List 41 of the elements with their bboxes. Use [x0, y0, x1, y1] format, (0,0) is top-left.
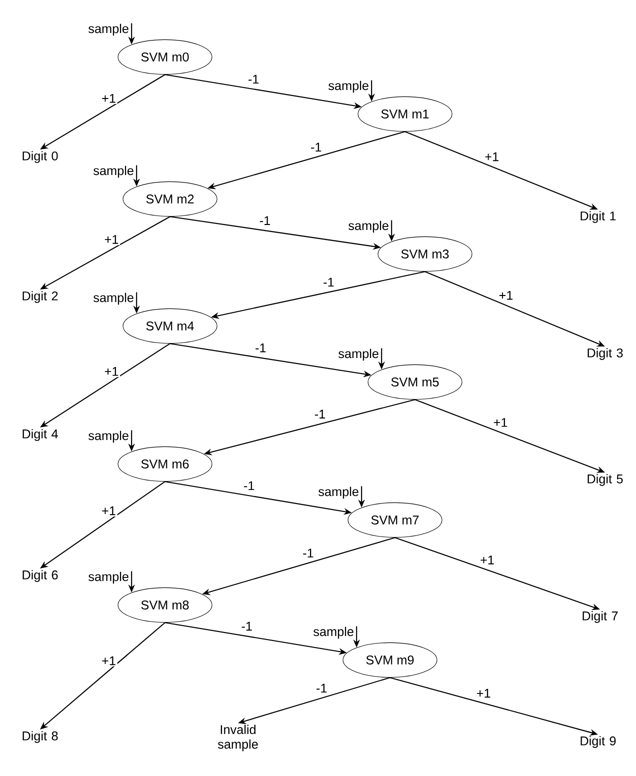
edge-label: +1	[483, 151, 500, 162]
edge-label: +1	[100, 505, 118, 516]
edge-label: +1	[102, 366, 120, 378]
input-label: sample	[88, 572, 128, 584]
output-label: Digit 9	[580, 736, 616, 748]
input-label: sample	[338, 348, 378, 361]
output-label: Invalid sample	[218, 724, 258, 752]
input-label: sample	[314, 626, 354, 639]
input-label: sample	[88, 430, 128, 443]
edge-label: -1	[309, 141, 324, 153]
edge-label: +1	[492, 416, 510, 428]
output-label: Digit 8	[22, 731, 58, 743]
input-label: sample	[318, 486, 358, 499]
output-label: Digit 5	[588, 474, 623, 486]
input-label: sample	[88, 24, 128, 36]
edge-label: -1	[313, 408, 327, 420]
output-label: Digit 4	[22, 429, 58, 441]
edge-label: +1	[102, 234, 120, 246]
output-label: Digit 1	[580, 211, 616, 223]
edge-label: -1	[242, 480, 256, 492]
edge-label: +1	[497, 290, 515, 302]
input-label: sample	[328, 80, 368, 93]
edge-label: +1	[475, 688, 492, 699]
output-label: Digit 7	[582, 611, 618, 623]
output-label: Digit 0	[22, 151, 58, 163]
edge-label: -1	[246, 74, 260, 85]
edge-label: -1	[322, 276, 336, 288]
output-label: Digit 2	[22, 291, 58, 303]
input-label: sample	[94, 292, 134, 305]
edge-label: -1	[254, 342, 268, 354]
edge-label: +1	[100, 92, 118, 104]
output-label: Digit 6	[22, 570, 58, 582]
output-label: Digit 3	[588, 348, 623, 360]
input-label: sample	[94, 166, 134, 178]
input-label: sample	[348, 220, 388, 233]
edge-label: -1	[258, 214, 272, 226]
edge-label: +1	[100, 655, 118, 666]
edge-label: -1	[301, 547, 316, 559]
edge-label: -1	[240, 620, 254, 632]
edge-label: +1	[478, 554, 496, 566]
edge-label: -1	[314, 682, 329, 694]
